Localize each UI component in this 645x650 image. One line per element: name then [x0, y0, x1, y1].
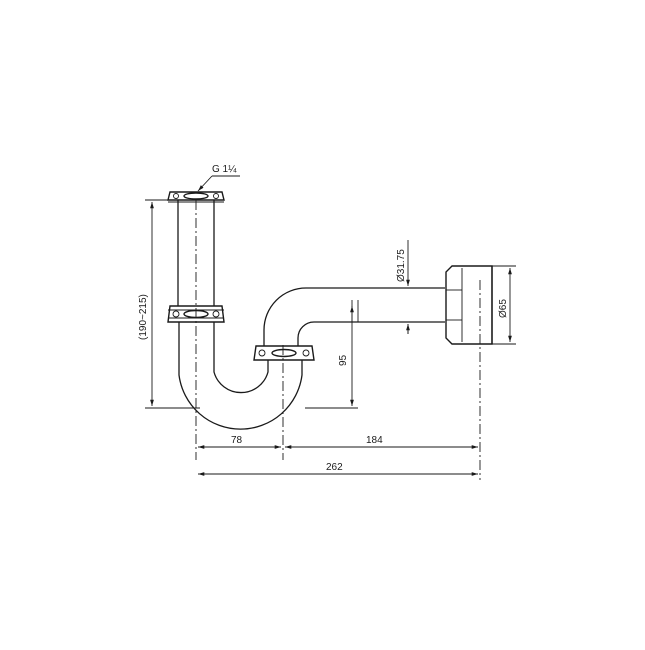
- flange-diameter-label: Ø65: [498, 299, 509, 318]
- horizontal-dimensions: 78 184: [198, 435, 478, 449]
- height-dimension: (190~215): [138, 199, 200, 409]
- height-range-label: (190~215): [138, 294, 149, 340]
- wall-flange: [445, 265, 493, 345]
- wall-pipe: [263, 287, 445, 346]
- pipe-diameter-dimension: Ø31.75: [396, 240, 410, 334]
- dim-left-label: 78: [231, 435, 243, 446]
- flange-diameter-dimension: Ø65: [492, 265, 516, 345]
- tailpiece-pipe: [177, 200, 215, 362]
- trap-depth-label: 95: [338, 354, 349, 366]
- bend-nut: [253, 345, 315, 361]
- center-lines: [195, 200, 481, 480]
- u-bend: [178, 354, 303, 430]
- pipe-diameter-label: Ø31.75: [396, 249, 407, 282]
- trap-depth-dimension: 95: [305, 306, 358, 409]
- thread-leader: G 1¼: [197, 163, 240, 192]
- dim-total-label: 262: [326, 462, 343, 473]
- total-dimension: 262: [198, 462, 478, 476]
- dim-right-label: 184: [366, 435, 383, 446]
- thread-size-label: G 1¼: [212, 163, 237, 175]
